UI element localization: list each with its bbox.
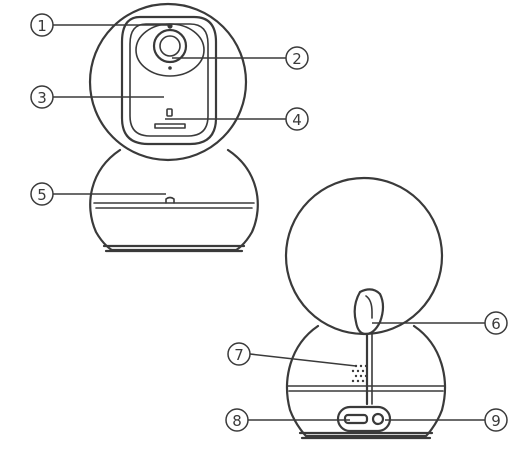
front-panel-inner: [129, 23, 209, 137]
usb-port: [343, 413, 369, 425]
port-panel: [336, 405, 392, 433]
status-led: [166, 108, 173, 117]
callout-3: 3: [30, 85, 54, 109]
microphone-dot: [168, 66, 172, 70]
lens: [159, 35, 181, 57]
callout-8: 8: [225, 408, 249, 432]
lens-ring: [152, 28, 188, 64]
callout-1-label: 1: [37, 17, 47, 35]
callout-9-label: 9: [491, 412, 501, 430]
speaker-grille: [351, 364, 368, 383]
callout-7-label: 7: [234, 346, 244, 364]
rear-view-camera: [284, 176, 446, 440]
front-head-sphere: [88, 2, 248, 162]
microsd-slot: [154, 123, 186, 129]
leader-lines: [53, 24, 485, 421]
reset-hole: [165, 196, 175, 204]
callout-6: 6: [484, 311, 508, 335]
callout-1: 1: [30, 13, 54, 37]
rear-head-sphere: [284, 176, 444, 336]
callout-6-label: 6: [491, 315, 501, 333]
front-panel-outer: [120, 15, 218, 146]
callout-4-label: 4: [292, 111, 302, 129]
callout-7: 7: [227, 342, 251, 366]
callout-3-label: 3: [37, 89, 47, 107]
callout-8-label: 8: [232, 412, 242, 430]
callout-5-label: 5: [37, 186, 47, 204]
light-sensor: [167, 23, 173, 29]
cable-clip: [353, 288, 385, 336]
callout-4: 4: [285, 107, 309, 131]
front-view-camera: [88, 2, 259, 253]
callout-9: 9: [484, 408, 508, 432]
callout-2-label: 2: [292, 50, 302, 68]
callout-2: 2: [285, 46, 309, 70]
network-port: [371, 412, 385, 426]
callout-5: 5: [30, 182, 54, 206]
rear-base-shell: [286, 324, 446, 438]
